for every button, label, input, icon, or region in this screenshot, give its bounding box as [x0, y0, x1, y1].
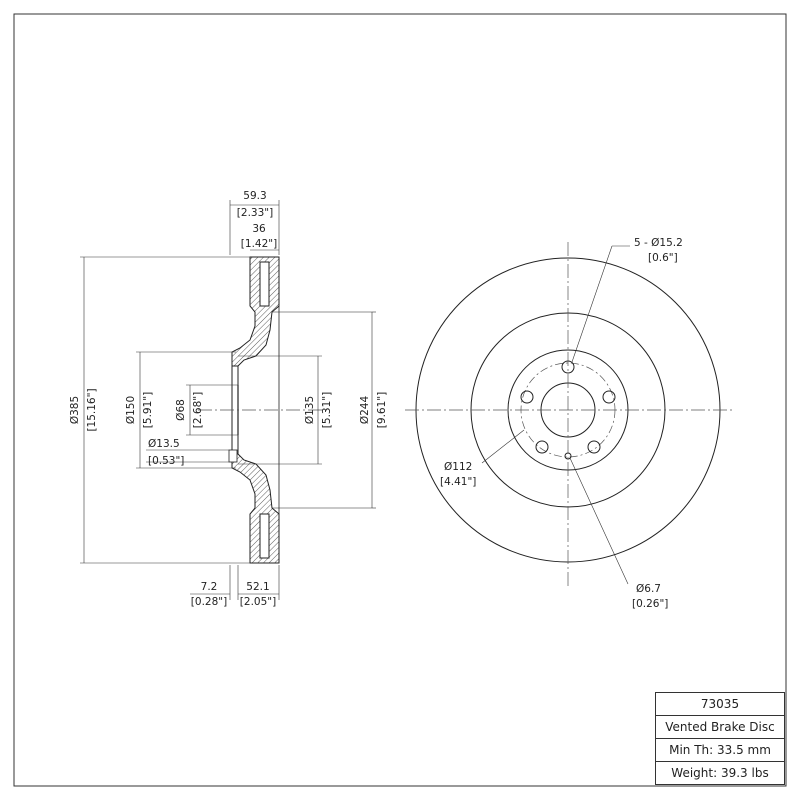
- outer-diameter-in: [15.16"]: [86, 388, 98, 431]
- hat-outer-mm: Ø135: [304, 396, 316, 424]
- side-dimension-labels: 59.3 [2.33"] 36 [1.42"] Ø385 [15.16"] Ø1…: [69, 190, 388, 608]
- locator-hole-mm: Ø6.7: [636, 583, 661, 595]
- vent-channel-upper: [259, 261, 270, 307]
- rotor-thickness-mm: 36: [252, 223, 266, 235]
- bolt-circle-in: [4.41"]: [440, 476, 476, 488]
- overall-width-in: [2.33"]: [237, 207, 273, 219]
- inner-friction-mm: Ø244: [359, 396, 371, 425]
- overall-width-mm: 59.3: [243, 190, 266, 202]
- flange-thickness-in: [0.28"]: [191, 596, 227, 608]
- outer-diameter-mm: Ø385: [69, 396, 81, 424]
- hub-face-in: [0.53"]: [148, 455, 184, 467]
- part-description: Vented Brake Disc: [655, 715, 785, 739]
- section-upper: [231, 256, 280, 367]
- rotor-thickness-in: [1.42"]: [241, 238, 277, 250]
- front-leaders: [481, 245, 630, 585]
- bolt-hole: [535, 440, 549, 454]
- bolt-circle-mm: Ø112: [444, 461, 472, 473]
- hat-outer-in: [5.31"]: [321, 392, 333, 428]
- hub-face-mm: Ø13.5: [148, 438, 180, 450]
- side-dimension-lines: [80, 200, 376, 600]
- title-block: 73035 Vented Brake Disc Min Th: 33.5 mm …: [655, 692, 785, 785]
- front-centerlines: [405, 242, 732, 588]
- min-thickness: Min Th: 33.5 mm: [655, 738, 785, 762]
- part-number: 73035: [655, 692, 785, 716]
- hat-height-mm: 52.1: [246, 581, 269, 593]
- hat-height-in: [2.05"]: [240, 596, 276, 608]
- front-dimension-labels: 5 - Ø15.2 [0.6"] Ø112 [4.41"] Ø6.7 [0.26…: [440, 237, 683, 610]
- inner-friction-in: [9.61"]: [376, 392, 388, 428]
- weight: Weight: 39.3 lbs: [655, 761, 785, 785]
- bolt-holes-mm: 5 - Ø15.2: [634, 237, 683, 249]
- center-bore-in: [2.68"]: [192, 392, 204, 428]
- center-bore-mm: Ø68: [175, 399, 187, 421]
- hat-diameter-mm: Ø150: [125, 396, 137, 424]
- section-lower: [231, 453, 280, 564]
- bolt-hole: [602, 390, 616, 404]
- vent-channel-lower: [259, 513, 270, 559]
- drawing-border: [13, 13, 787, 787]
- locator-hole-in: [0.26"]: [632, 598, 668, 610]
- bolt-hole: [587, 440, 601, 454]
- hat-diameter-in: [5.91"]: [142, 392, 154, 428]
- bolt-holes-in: [0.6"]: [648, 252, 678, 264]
- bolt-hole: [520, 390, 534, 404]
- flange-thickness-mm: 7.2: [201, 581, 218, 593]
